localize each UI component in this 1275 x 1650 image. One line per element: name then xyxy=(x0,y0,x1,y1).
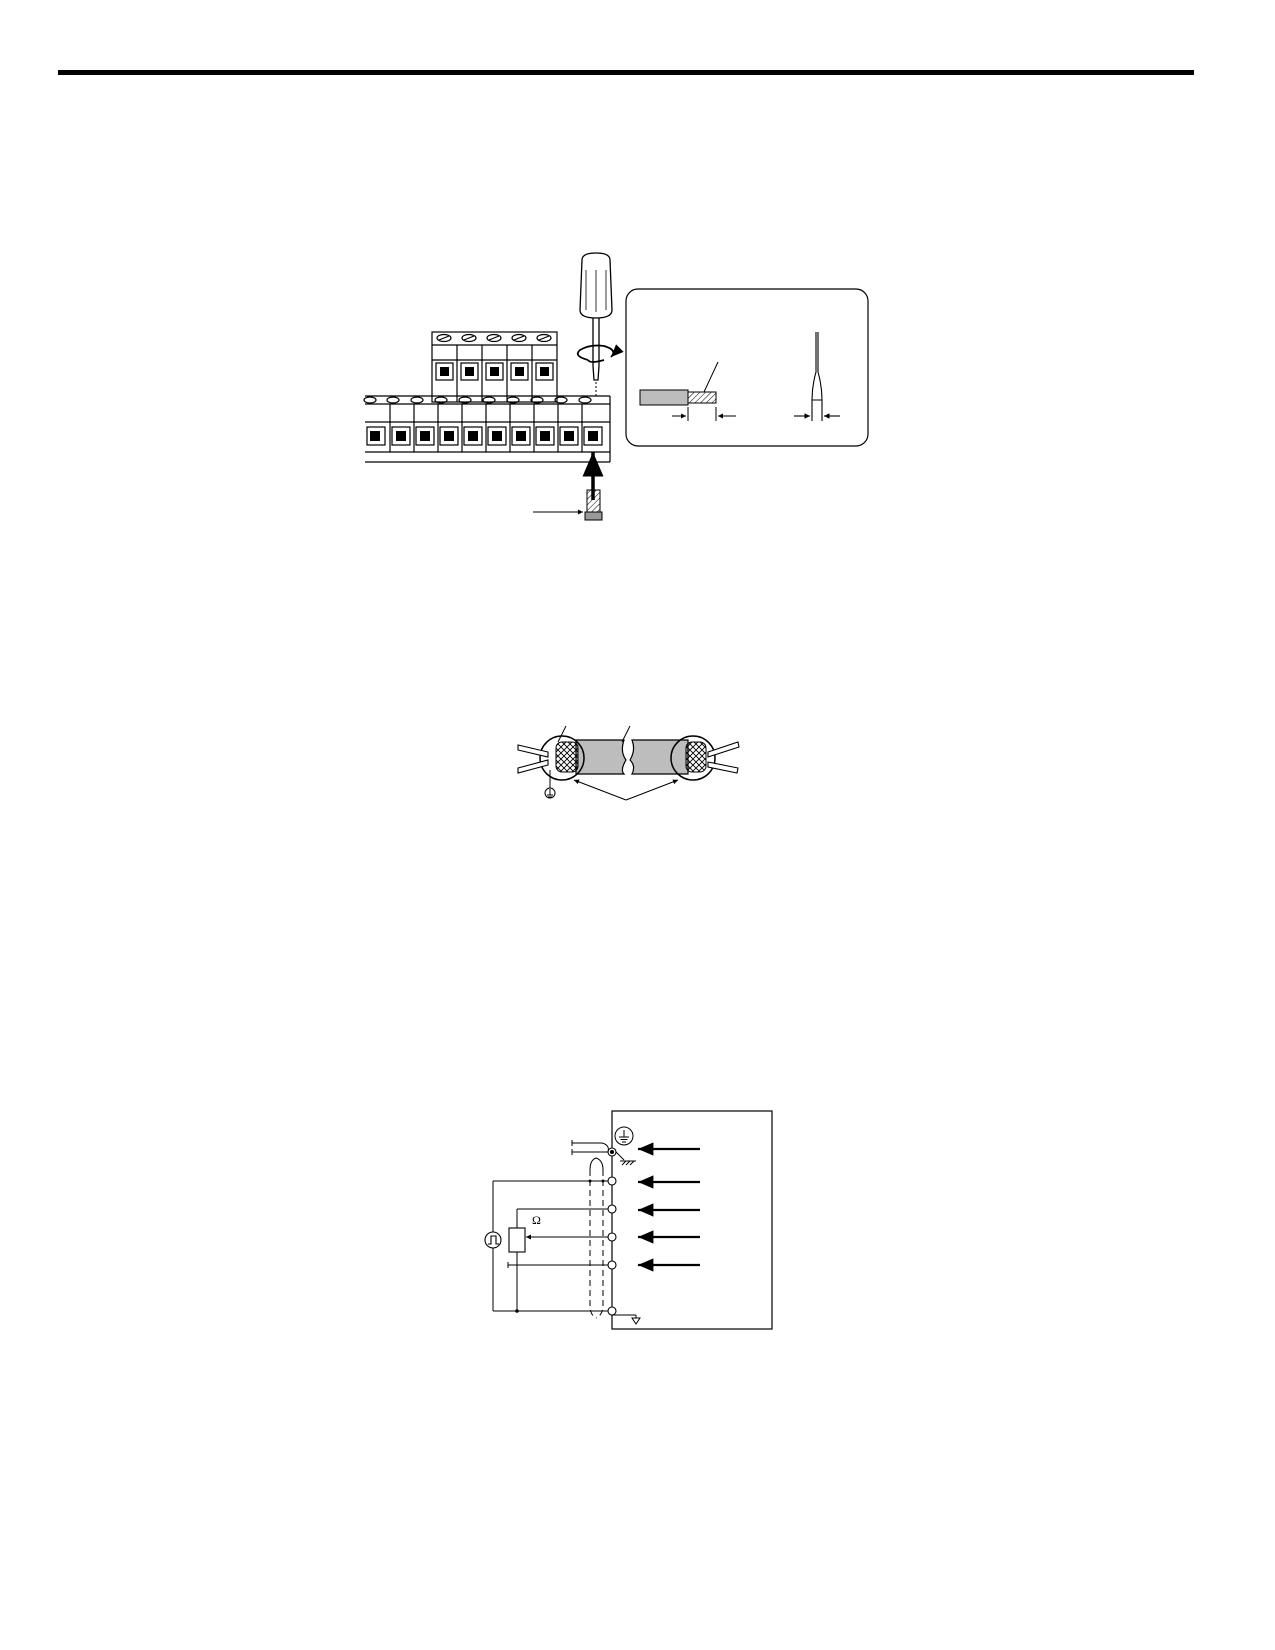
cable-leaders xyxy=(549,725,679,801)
wire-insert-arrow xyxy=(533,452,604,521)
header-rule xyxy=(58,70,1194,75)
signal-wiring xyxy=(492,1180,608,1312)
lower-terminal-holes xyxy=(370,431,598,441)
analog-input-wiring-figure: Ω xyxy=(484,1110,773,1330)
pulse-source-icon xyxy=(484,1231,502,1249)
screwdriver-icon xyxy=(579,252,613,398)
terminal-callout-arrows xyxy=(638,1142,700,1272)
upper-terminal-holes xyxy=(440,367,549,376)
frame-ground-icon xyxy=(615,1151,636,1166)
junction-dots xyxy=(515,1179,605,1313)
ground-icon xyxy=(544,787,556,799)
lower-terminal-block xyxy=(363,395,611,463)
shield-drain-wires xyxy=(571,1140,609,1155)
cable-end-circles xyxy=(539,735,716,781)
signal-common-icon xyxy=(612,1314,641,1325)
potentiometer-icon xyxy=(508,1227,526,1253)
wire-strip-detail-inset xyxy=(625,288,869,447)
shielded-cable-figure xyxy=(517,725,740,801)
cable-conductors xyxy=(517,741,740,774)
protective-ground-icon xyxy=(614,1126,634,1146)
terminal-wiring-figure xyxy=(363,252,869,521)
rotate-arrow-icon xyxy=(576,344,624,363)
resistance-unit-label: Ω xyxy=(532,1213,541,1227)
braided-shield xyxy=(555,741,707,773)
stripped-wire-icon xyxy=(639,361,736,421)
drive-box xyxy=(611,1110,773,1330)
screwdriver-blade-icon xyxy=(794,332,840,421)
cable-shield-lines xyxy=(589,1157,604,1319)
